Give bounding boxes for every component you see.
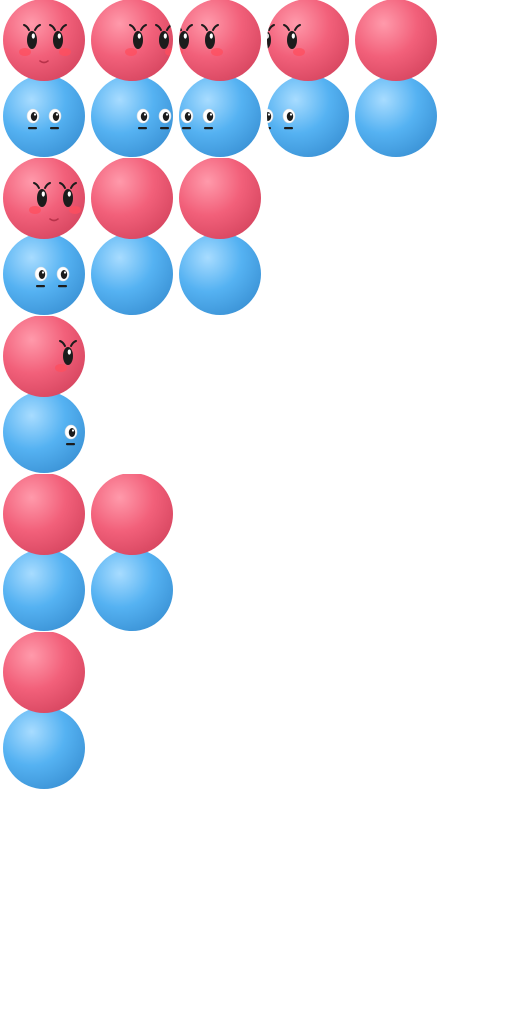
sprite-frame-front bbox=[2, 0, 88, 158]
sprite-frame-turn-right-3 bbox=[266, 0, 352, 158]
sprite-frame-back bbox=[90, 158, 176, 316]
stacked-balls-character bbox=[267, 0, 349, 157]
pink-ball-head bbox=[3, 632, 85, 713]
sprite-frame-back bbox=[90, 474, 176, 632]
stacked-balls-character bbox=[91, 0, 173, 157]
stacked-balls-character bbox=[179, 158, 261, 315]
sprite-frame-back bbox=[2, 474, 88, 632]
sprite-frame-back bbox=[178, 158, 264, 316]
pink-ball-head bbox=[179, 0, 261, 81]
stacked-balls-character bbox=[3, 316, 85, 473]
blue-ball-body bbox=[91, 75, 173, 157]
pink-ball-face bbox=[125, 24, 173, 56]
pink-ball-head bbox=[355, 0, 437, 81]
pink-ball-head bbox=[91, 0, 173, 81]
pink-ball-head bbox=[179, 158, 261, 239]
sprite-frame-back bbox=[354, 0, 440, 158]
pink-ball-head bbox=[91, 158, 173, 239]
stacked-balls-character bbox=[3, 158, 85, 315]
blue-ball-face bbox=[136, 108, 172, 130]
blue-ball-body bbox=[91, 233, 173, 315]
blue-ball-face bbox=[26, 108, 62, 130]
blue-ball-body bbox=[3, 707, 85, 789]
stacked-balls-character bbox=[3, 632, 85, 789]
blue-ball-body bbox=[355, 75, 437, 157]
sprite-frame-side-right bbox=[2, 316, 88, 474]
stacked-balls-character bbox=[91, 474, 173, 631]
pink-ball-face bbox=[19, 24, 71, 64]
blue-ball-body bbox=[3, 391, 85, 473]
pink-ball-face bbox=[267, 24, 305, 56]
blue-ball-face bbox=[64, 424, 78, 446]
pink-ball-face bbox=[29, 182, 81, 222]
pink-ball-head bbox=[267, 0, 349, 81]
stacked-balls-character bbox=[3, 0, 85, 157]
pink-ball-head bbox=[3, 0, 85, 81]
sprite-frame-turn-right-1 bbox=[90, 0, 176, 158]
blue-ball-body bbox=[179, 75, 261, 157]
blue-ball-body bbox=[267, 75, 349, 157]
sprite-frame-turn-right-2 bbox=[178, 0, 264, 158]
stacked-balls-character bbox=[179, 0, 261, 157]
stacked-balls-character bbox=[355, 0, 437, 157]
pink-ball-head bbox=[3, 474, 85, 555]
pink-ball-head bbox=[91, 474, 173, 555]
pink-ball-face bbox=[55, 340, 77, 372]
blue-ball-face bbox=[180, 108, 216, 130]
stacked-balls-character bbox=[3, 474, 85, 631]
sprite-frame-front-shifted bbox=[2, 158, 88, 316]
blue-ball-body bbox=[179, 233, 261, 315]
blue-ball-body bbox=[91, 549, 173, 631]
blue-ball-body bbox=[3, 549, 85, 631]
pink-ball-head bbox=[3, 316, 85, 397]
blue-ball-body bbox=[3, 75, 85, 157]
sprite-frame-back bbox=[2, 632, 88, 790]
blue-ball-face bbox=[34, 266, 70, 288]
stacked-balls-character bbox=[91, 158, 173, 315]
pink-ball-face bbox=[179, 24, 223, 56]
